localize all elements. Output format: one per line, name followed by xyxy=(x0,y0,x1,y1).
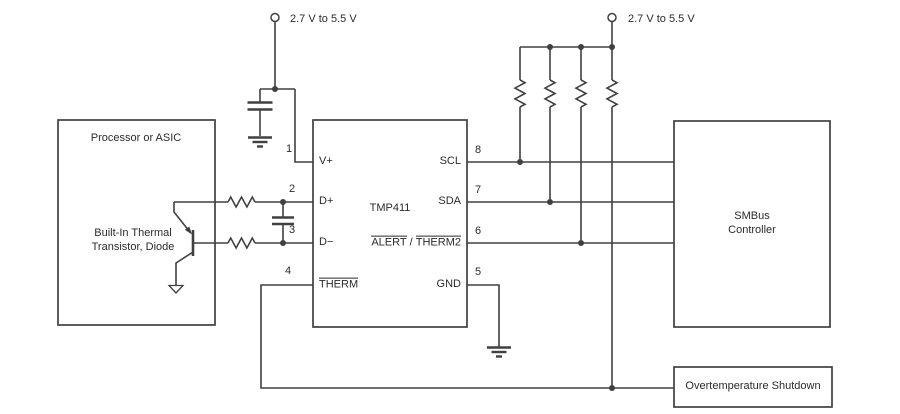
pin-label-scl: SCL xyxy=(439,155,461,168)
resistor-symbol xyxy=(574,79,588,108)
pin-number-3: 3 xyxy=(288,224,296,237)
decoupling-capacitor-symbol xyxy=(247,101,273,111)
pin-number-5: 5 xyxy=(474,266,482,279)
thermal-transistor-symbol xyxy=(167,202,195,294)
processor-title: Processor or ASIC xyxy=(90,132,182,145)
series-resistor-symbol xyxy=(227,236,256,250)
pin-number-8: 8 xyxy=(474,144,482,157)
pin-number-1: 1 xyxy=(285,143,293,156)
pin-number-6: 6 xyxy=(474,225,482,238)
pin-label-therm: THERM xyxy=(319,277,359,293)
series-resistor-symbol xyxy=(227,195,256,209)
pin-label-gnd: GND xyxy=(436,278,461,291)
pin-label-dplus: D+ xyxy=(319,195,334,208)
alert-pullup-resistor xyxy=(574,47,588,246)
scl-pullup-resistor xyxy=(513,47,527,165)
supply-terminal-icon xyxy=(607,12,617,23)
resistor-symbol xyxy=(605,79,619,108)
chip-name: TMP411 xyxy=(369,202,411,215)
filter-capacitor-symbol xyxy=(272,202,294,243)
smbus-label-line1: SMBus xyxy=(734,210,770,223)
processor-note-line2: Transistor, Diode xyxy=(91,241,175,254)
dminus-net xyxy=(193,236,313,250)
processor-box xyxy=(57,119,216,326)
right-supply-net xyxy=(520,12,617,50)
resistor-symbol xyxy=(513,79,527,108)
therm-pullup-resistor xyxy=(605,47,619,391)
alert-therm2-separator: / xyxy=(406,236,416,249)
pin-number-7: 7 xyxy=(474,184,482,197)
pin-number-4: 4 xyxy=(284,265,292,278)
tmp411-chip-box xyxy=(312,119,468,328)
signal-ground-icon xyxy=(167,284,185,294)
smbus-label-line2: Controller xyxy=(728,224,776,237)
overtemperature-shutdown-box xyxy=(673,366,833,408)
sda-pullup-resistor xyxy=(543,47,557,205)
processor-note-line1: Built-In Thermal xyxy=(94,227,172,240)
emitter-arrow-icon xyxy=(184,226,192,235)
supply-terminal-icon xyxy=(270,12,280,23)
pin-label-sda: SDA xyxy=(438,195,461,208)
pin-number-2: 2 xyxy=(288,183,296,196)
alert-overlined-text: ALERT xyxy=(371,235,407,249)
therm-overlined-text: THERM xyxy=(319,277,359,291)
earth-ground-icon xyxy=(248,136,272,148)
therm-wire xyxy=(260,284,674,389)
therm2-overlined-text: THERM2 xyxy=(415,235,461,249)
resistor-symbol xyxy=(543,79,557,108)
earth-ground-icon xyxy=(487,346,511,358)
pin-label-alert-therm2: ALERT / THERM2 xyxy=(371,235,461,251)
pin-label-dminus: D− xyxy=(319,236,334,249)
right-supply-label: 2.7 V to 5.5 V xyxy=(628,13,695,25)
left-supply-label: 2.7 V to 5.5 V xyxy=(290,13,357,25)
shutdown-label: Overtemperature Shutdown xyxy=(685,380,821,393)
dplus-net xyxy=(174,195,313,209)
left-supply-net xyxy=(247,12,313,163)
smbus-controller-box xyxy=(673,120,831,328)
gnd-net xyxy=(467,284,511,358)
pin-label-vplus: V+ xyxy=(319,155,333,168)
